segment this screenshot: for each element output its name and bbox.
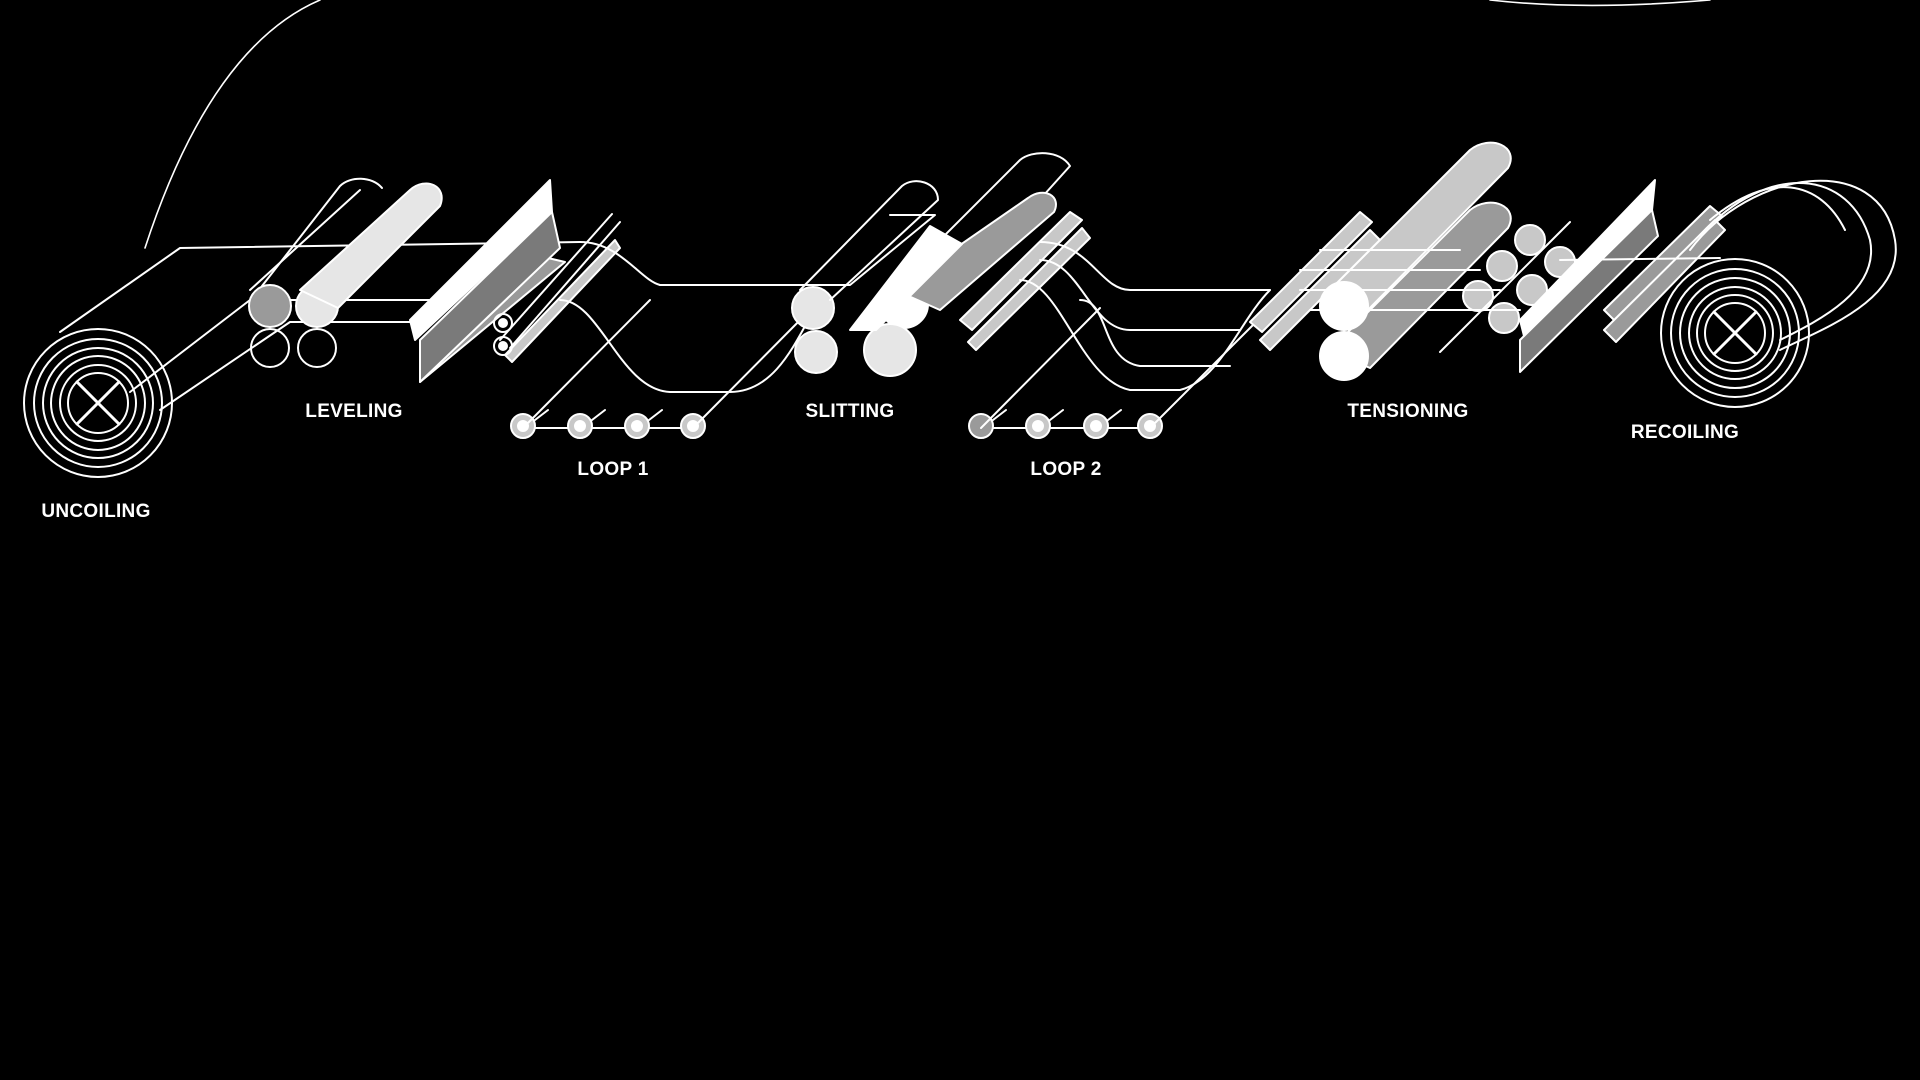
tensioner-rollers-icon	[1249, 141, 1576, 381]
stage-label-slitting: SLITTING	[805, 401, 895, 422]
stage-label-loop2: LOOP 2	[1030, 459, 1102, 480]
stage-label-recoiling: RECOILING	[1630, 422, 1740, 443]
leveler-plate-icon	[409, 179, 621, 383]
loop2-strip	[1019, 241, 1271, 391]
sweep-arc-top	[1489, 0, 1711, 7]
loop2-guide-rollers-icon	[968, 307, 1261, 439]
stage-label-loop1: LOOP 1	[577, 459, 649, 480]
stage-label-uncoiling: UNCOILING	[41, 501, 151, 522]
uncoiler-coil-icon	[23, 328, 173, 478]
loop1-guide-rollers-icon	[510, 299, 811, 439]
stage-label-leveling: LEVELING	[305, 401, 403, 422]
sweep-arc-left	[144, 0, 321, 249]
stage-label-tensioning: TENSIONING	[1347, 401, 1469, 422]
slitter-knives-icon	[791, 152, 1091, 377]
loop1-strip	[559, 214, 936, 393]
recoiler-coil-icon	[1660, 179, 1897, 408]
leveler-rollers-icon	[248, 177, 443, 368]
recoiler-plate-icon	[1519, 179, 1726, 373]
